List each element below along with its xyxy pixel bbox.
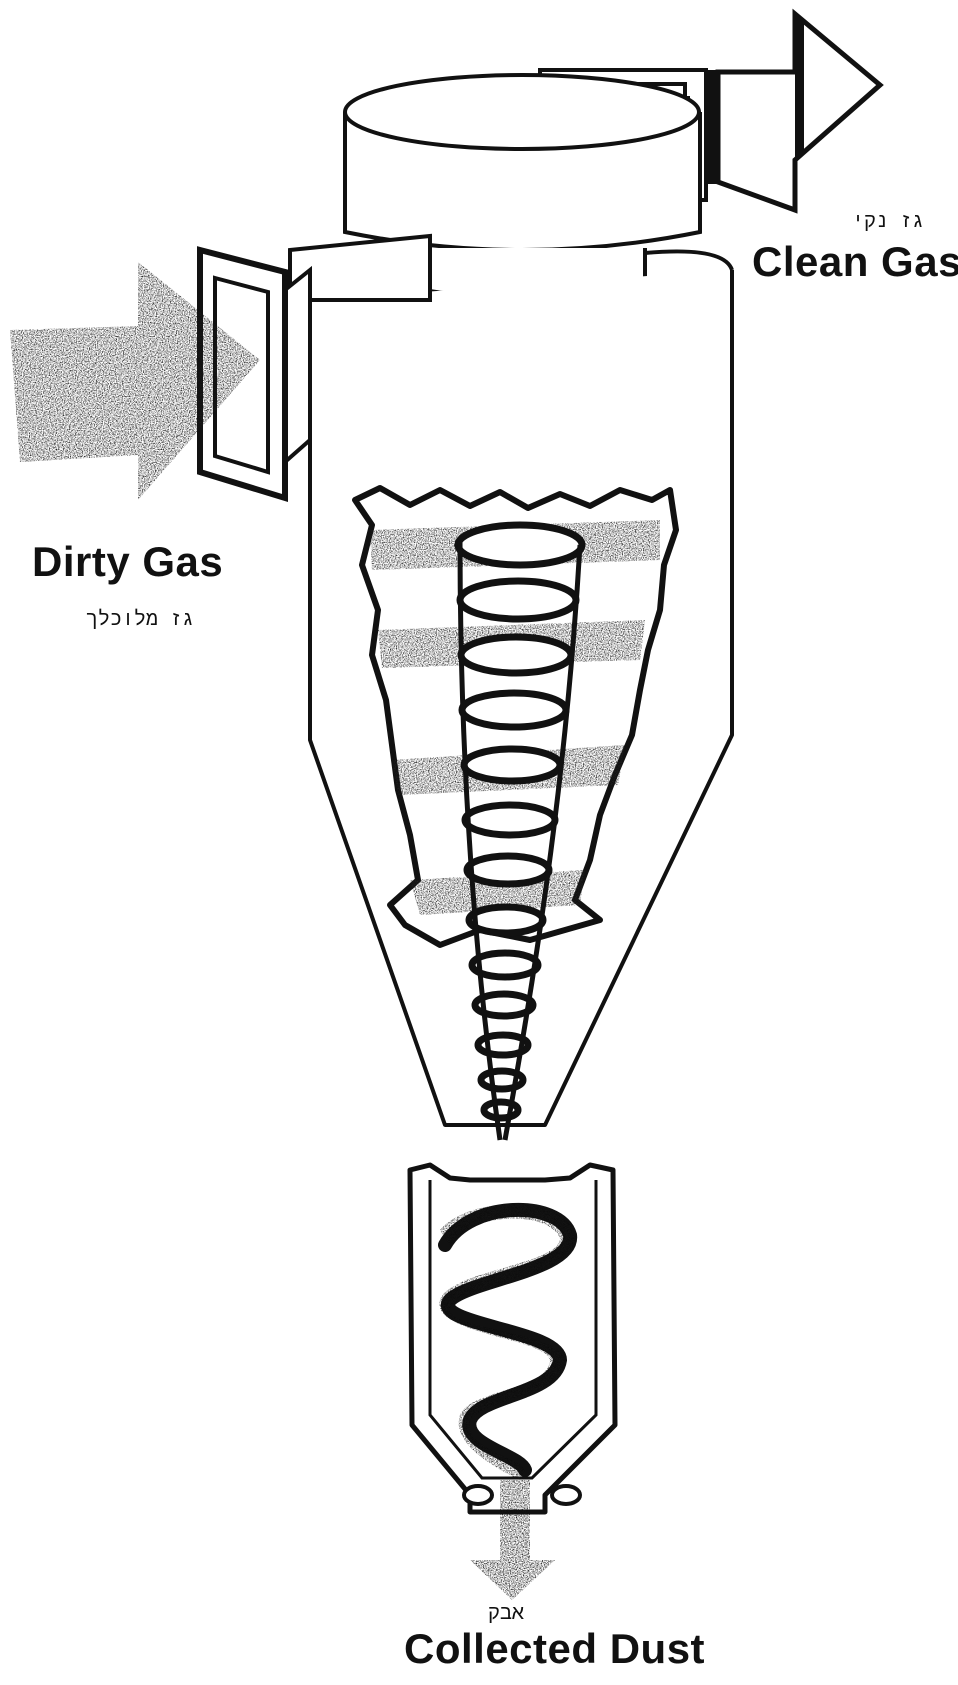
collected-dust-label: Collected Dust (404, 1625, 705, 1673)
clean-gas-outlet-arrow (706, 14, 880, 210)
clean-gas-hebrew-label: גז נקי (852, 208, 924, 234)
collected-dust-hebrew-label: אבק (488, 1600, 524, 1626)
clean-gas-label: Clean Gas (752, 238, 958, 286)
dirty-gas-hebrew-label: גז מלוכלך (86, 606, 194, 632)
dirty-gas-label: Dirty Gas (32, 538, 223, 586)
